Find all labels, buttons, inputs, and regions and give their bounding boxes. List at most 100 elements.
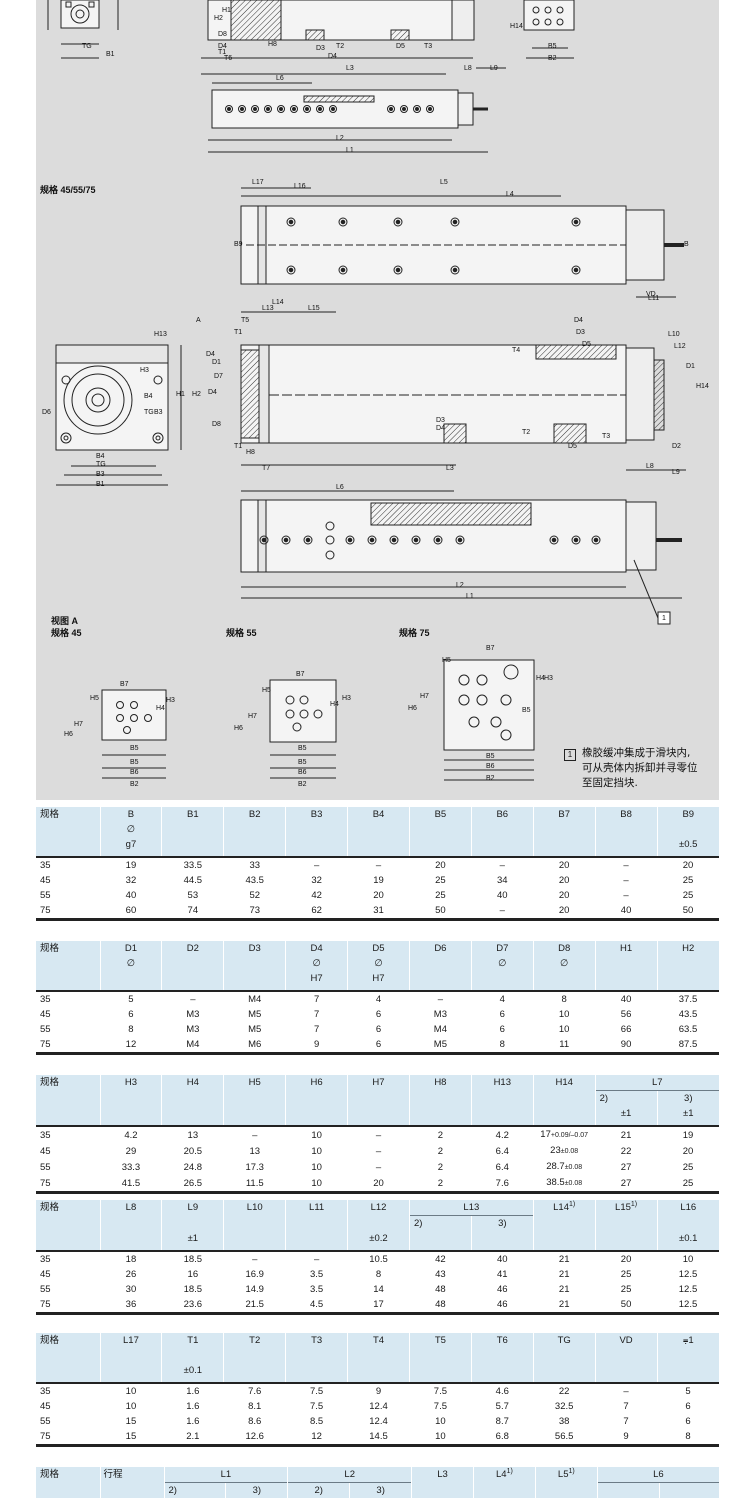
hole-mark bbox=[338, 217, 348, 227]
dimension-label: B5 bbox=[522, 707, 531, 714]
note-marker: 1 bbox=[564, 749, 576, 761]
cell: 52 bbox=[249, 890, 261, 901]
dimension-label: H7 bbox=[74, 721, 83, 728]
cell: 10 bbox=[311, 1161, 322, 1173]
cell: 26 bbox=[125, 1269, 137, 1280]
cell: 8.6 bbox=[248, 1416, 262, 1427]
cell: 12.6 bbox=[223, 1429, 286, 1447]
hole-mark bbox=[259, 535, 269, 545]
cell: 14.5 bbox=[347, 1429, 410, 1447]
th-t4: T4 bbox=[347, 1333, 410, 1348]
cell: 25 bbox=[435, 875, 446, 886]
dimension-label: D3 bbox=[436, 417, 445, 424]
cell: 1.6 bbox=[161, 1382, 224, 1399]
dimension-label: D4 bbox=[218, 43, 227, 50]
dimension-label: H4 bbox=[156, 705, 165, 712]
dimension-label: B7 bbox=[120, 681, 129, 688]
dimension-label: T1 bbox=[218, 49, 226, 56]
hole-mark bbox=[261, 537, 267, 543]
dimension-label: D1 bbox=[686, 363, 695, 370]
cell: 53 bbox=[187, 890, 199, 901]
th-b9-tol: ±0.5 bbox=[656, 837, 719, 857]
th-l8: L8 bbox=[99, 1200, 162, 1231]
th-t6: T6 bbox=[470, 1333, 534, 1348]
table-t-dimensions: 规格 L17 T1 T2 T3 T4 T5 T6 TG VD ⩦1 ±0.1 3… bbox=[36, 1333, 719, 1447]
cell: 24.8 bbox=[183, 1161, 203, 1173]
hole-mark bbox=[450, 265, 460, 275]
table-sub-row: 2) 3) 2) 3) bbox=[36, 1482, 720, 1498]
dimension-label: B4 bbox=[96, 453, 105, 460]
dimension-label: H1 bbox=[176, 391, 185, 398]
table-header-row: 规格 D1 D2 D3 D4 D5 D6 D7 D8 H1 H2 bbox=[36, 941, 719, 956]
cell: – bbox=[375, 1145, 382, 1157]
th-d1: D1 bbox=[99, 941, 162, 956]
hole-mark bbox=[288, 267, 294, 273]
cell: 12.5 bbox=[678, 1269, 698, 1280]
cell: 21 bbox=[558, 1284, 570, 1295]
cell: 25 bbox=[620, 1269, 632, 1280]
cell: 38 bbox=[558, 1416, 570, 1427]
dimension-label: TG bbox=[144, 409, 154, 416]
cell: 7 bbox=[285, 990, 348, 1007]
cell: 26.5 bbox=[161, 1175, 224, 1194]
dimension-label: 1 bbox=[662, 615, 666, 622]
hole-mark bbox=[290, 105, 298, 113]
cell: 20.5 bbox=[183, 1145, 203, 1157]
th-d1-dia: ∅ bbox=[99, 956, 162, 971]
hole-mark bbox=[329, 105, 337, 113]
th-b: B bbox=[99, 807, 162, 822]
cell: 2.1 bbox=[161, 1429, 224, 1447]
th-l14: L141) bbox=[532, 1200, 596, 1231]
th-h8: H8 bbox=[408, 1075, 472, 1106]
th-h3: H3 bbox=[99, 1075, 162, 1106]
hole-mark bbox=[313, 709, 323, 719]
dimension-label: H7 bbox=[420, 693, 429, 700]
dimension-label: H7 bbox=[248, 713, 257, 720]
cell: 21 bbox=[533, 1297, 596, 1315]
th-t5: T5 bbox=[408, 1333, 472, 1348]
cell: M5 bbox=[248, 1009, 262, 1020]
cell: 63.5 bbox=[678, 1024, 698, 1035]
th-l7-note3: 3) bbox=[656, 1090, 719, 1106]
cell: 6 bbox=[128, 1009, 134, 1020]
cell: 43.5 bbox=[678, 1009, 698, 1020]
dimension-label: VD bbox=[646, 291, 656, 298]
th-t1-tol: ±0.1 bbox=[161, 1363, 224, 1383]
row-size: 55 bbox=[40, 1416, 51, 1427]
hole-mark bbox=[426, 105, 434, 113]
th-b5: B5 bbox=[408, 807, 472, 822]
table-header-row: 规格 B B1 B2 B3 B4 B5 B6 B7 B8 B9 bbox=[36, 807, 719, 822]
cell: 3.5 bbox=[310, 1269, 324, 1280]
cell: 2 bbox=[409, 1125, 472, 1143]
cell: 41 bbox=[497, 1269, 508, 1280]
dimension-label: H3 bbox=[166, 697, 175, 704]
dimension-label: D4 bbox=[328, 53, 337, 60]
top-right-end-view bbox=[523, 0, 575, 59]
cell: 12.5 bbox=[678, 1284, 698, 1295]
cell: 40 bbox=[125, 890, 137, 901]
cell: 10.5 bbox=[347, 1250, 410, 1267]
note-line-3: 至固定挡块. bbox=[582, 777, 638, 789]
cell: – bbox=[471, 856, 534, 873]
cell: 4.6 bbox=[471, 1382, 534, 1399]
dimension-label: D5 bbox=[568, 443, 577, 450]
cell: 17+0.09/–0.07 bbox=[533, 1125, 596, 1143]
th-d4: D4 bbox=[285, 941, 348, 956]
hole-mark bbox=[277, 105, 285, 113]
hole-mark bbox=[571, 535, 581, 545]
cell: 25 bbox=[620, 1284, 632, 1295]
cell: 7 bbox=[313, 1024, 320, 1035]
th-d6: D6 bbox=[408, 941, 472, 956]
cell: 23±0.08 bbox=[550, 1145, 579, 1156]
dimension-label: H6 bbox=[234, 725, 243, 732]
cell: 6 bbox=[375, 1024, 382, 1035]
hole-mark bbox=[286, 217, 296, 227]
cell: – bbox=[223, 1250, 286, 1267]
hole-mark bbox=[458, 674, 470, 686]
hole-mark bbox=[415, 107, 419, 111]
